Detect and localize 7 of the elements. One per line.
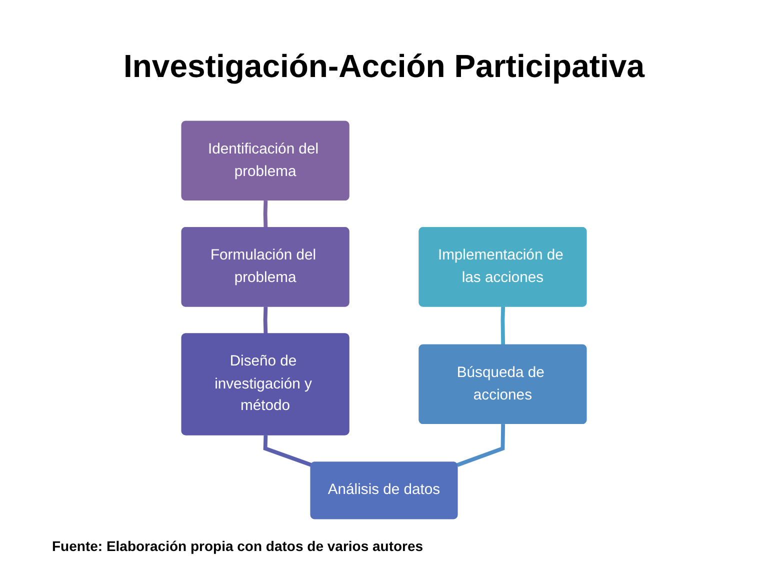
connector bbox=[263, 435, 312, 467]
connector bbox=[500, 306, 506, 346]
connector bbox=[456, 424, 506, 467]
connector bbox=[263, 306, 268, 334]
caption: Fuente: Elaboración propia con datos de varios autores bbox=[52, 538, 424, 554]
title: Investigación-Acción Participativa bbox=[123, 48, 645, 85]
connector bbox=[263, 200, 268, 228]
